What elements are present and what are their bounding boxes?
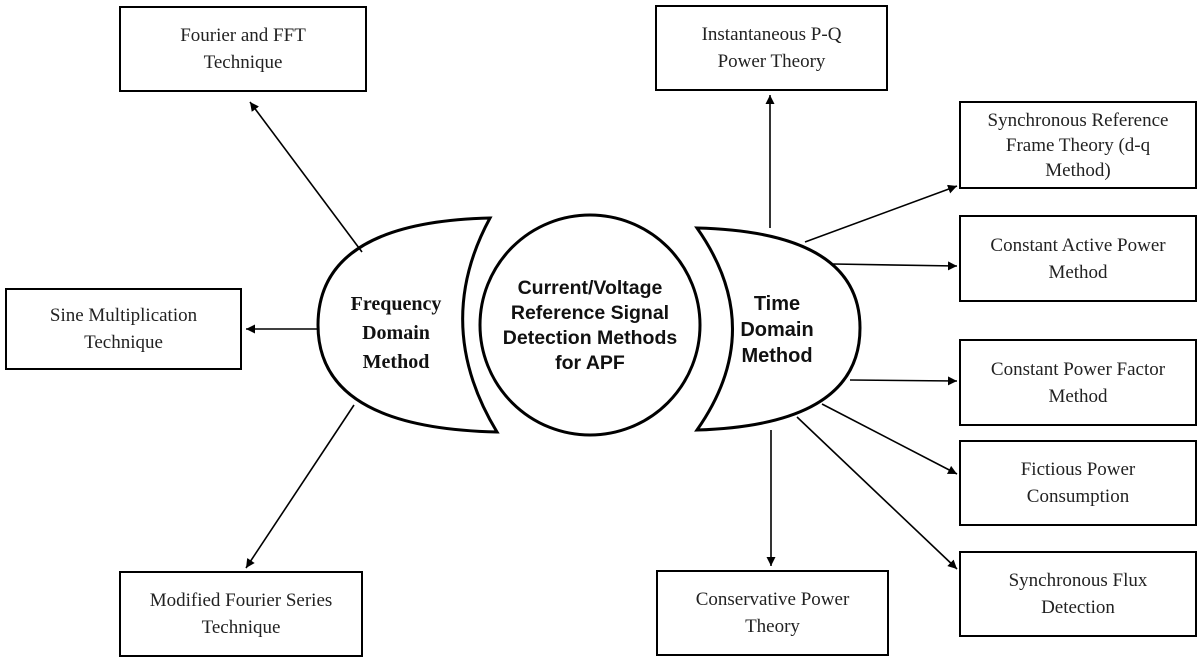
- conservative-power-box: Conservative Power Theory: [656, 570, 889, 656]
- frequency-domain-label: Frequency Domain Method: [350, 293, 442, 373]
- center-label: Current/Voltage Reference Signal Detecti…: [502, 277, 678, 374]
- arrow-to-synchronous-flux: [796, 416, 958, 570]
- synchronous-flux-box: Synchronous Flux Detection: [959, 551, 1197, 637]
- arrow-to-modified-fourier: [245, 404, 355, 569]
- arrow-to-synchronous-reference: [804, 184, 958, 243]
- arrow-to-fictious-power: [821, 403, 958, 475]
- modified-fourier-box: Modified Fourier Series Technique: [119, 571, 363, 657]
- instantaneous-pq-box: Instantaneous P-Q Power Theory: [655, 5, 888, 91]
- constant-active-power-box: Constant Active Power Method: [959, 215, 1197, 302]
- synchronous-reference-box: Synchronous Reference Frame Theory (d-q …: [959, 101, 1197, 189]
- fictious-power-box: Fictious Power Consumption: [959, 440, 1197, 526]
- center-circle: [478, 213, 702, 437]
- time-domain-label: Time Domain Method: [740, 293, 814, 367]
- sine-multiplication-box: Sine Multiplication Technique: [5, 288, 242, 370]
- arrow-to-constant-active-power: [832, 261, 958, 271]
- time-domain-shape: [694, 226, 862, 432]
- constant-power-factor-box: Constant Power Factor Method: [959, 339, 1197, 426]
- arrow-to-fourier-fft: [249, 101, 363, 253]
- arrow-to-constant-power-factor: [849, 376, 958, 386]
- fourier-fft-box: Fourier and FFT Technique: [119, 6, 367, 92]
